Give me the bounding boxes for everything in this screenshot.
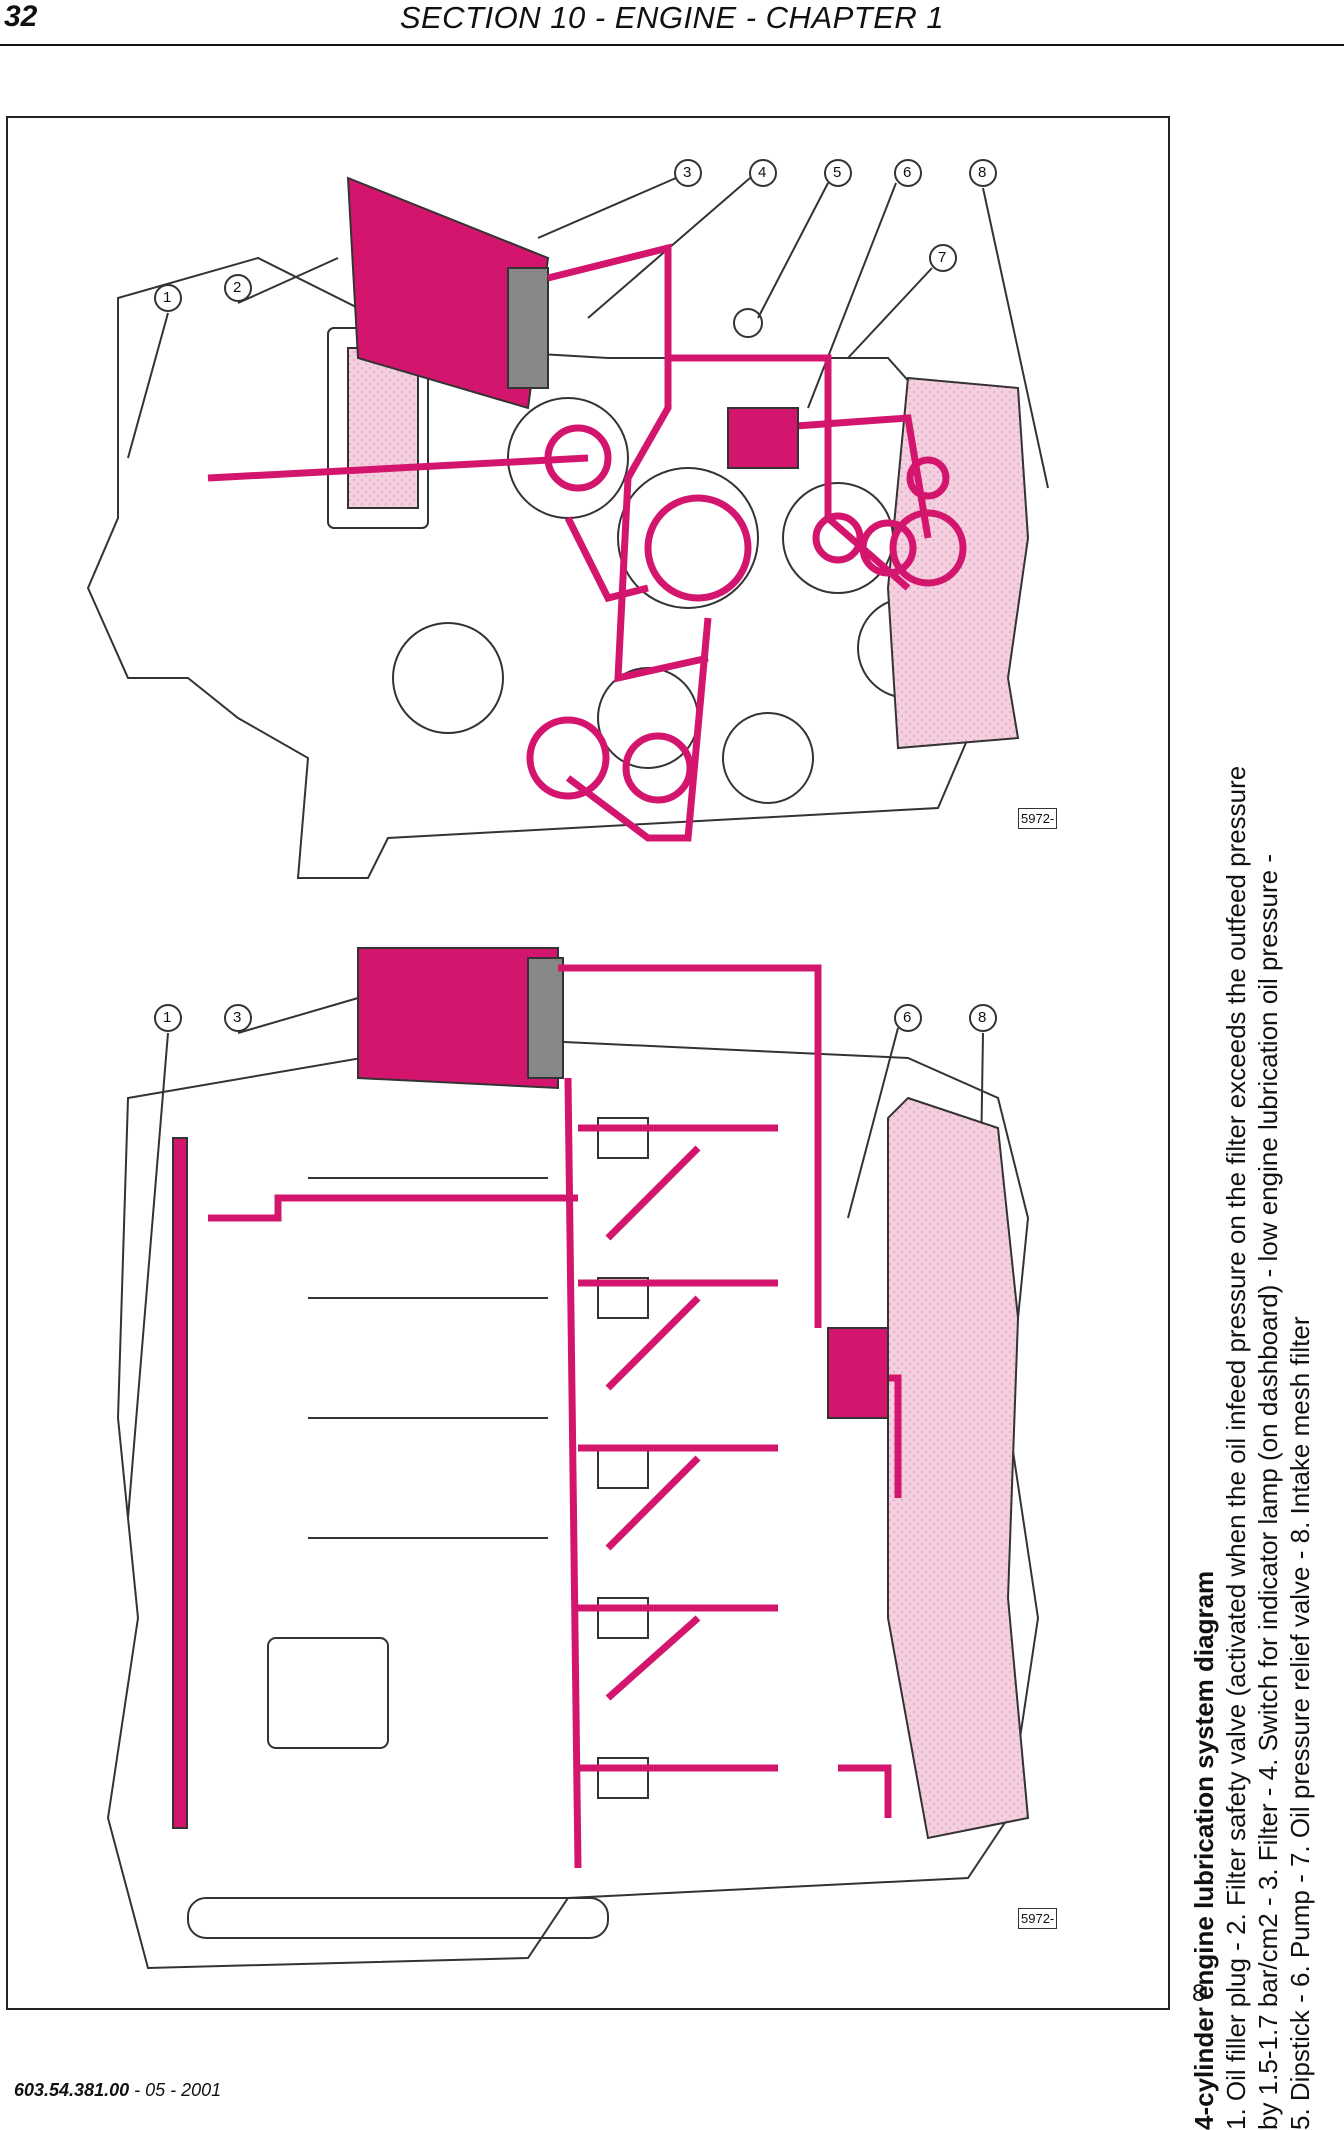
page-header: 32 SECTION 10 - ENGINE - CHAPTER 1 [0, 0, 1344, 46]
caption-line-3: 5. Dipstick - 6. Pump - 7. Oil pressure … [1285, 1316, 1315, 2130]
callout-3-top: 3 [683, 164, 692, 181]
rocker-shaft [172, 1137, 188, 1829]
callout-labels-side: 1 3 6 8 5972- [8, 118, 1168, 2008]
callout-4-top: 4 [758, 164, 767, 181]
figure-caption-rotated: 4-cylinder engine lubrication system dia… [1188, 730, 1328, 2130]
drawing-code-side: 5972- [1018, 1908, 1058, 1929]
figure-number: 8 [1192, 1980, 1206, 2007]
callout-7-top: 7 [938, 249, 947, 266]
pump-top [727, 407, 799, 469]
page-footer: 603.54.381.00 - 05 - 2001 [14, 2080, 221, 2101]
lubrication-diagram-figure: 1 2 3 4 5 6 7 8 5972- 1 3 6 8 5972- [6, 116, 1170, 2010]
callout-labels-top: 1 2 3 4 5 6 7 8 5972- [8, 118, 1168, 2008]
section-title: SECTION 10 - ENGINE - CHAPTER 1 [399, 0, 945, 35]
page-number: 32 [4, 0, 38, 33]
oil-paths-top [207, 243, 967, 842]
callout-2-top: 2 [233, 279, 242, 296]
footer-doc-code: 603.54.381.00 [14, 2080, 130, 2100]
longitudinal-section-view [106, 997, 1040, 1970]
footer-date: - 05 - 2001 [129, 2080, 222, 2100]
callout-8-side: 8 [978, 1009, 987, 1026]
figure-caption: 4-cylinder engine lubrication system dia… [1188, 720, 1328, 2130]
drawing-code-top: 5972- [1018, 808, 1058, 829]
caption-title: 4-cylinder engine lubrication system dia… [1189, 1570, 1219, 2130]
callout-6-top: 6 [903, 164, 912, 181]
caption-line-2: by 1.5-1.7 bar/cm2 - 3. Filter - 4. Swit… [1253, 853, 1283, 2130]
callout-5-top: 5 [833, 164, 842, 181]
callout-8-top: 8 [978, 164, 987, 181]
filter-top [346, 176, 550, 410]
oil-paths-side [208, 964, 902, 1869]
filter-side [357, 947, 564, 1090]
callout-1-top: 1 [163, 289, 172, 306]
sump-oil-side [887, 1096, 1030, 1840]
caption-line-1: 1. Oil filler plug - 2. Filter safety va… [1221, 765, 1251, 2130]
callout-1-side: 1 [163, 1009, 172, 1026]
callout-6-side: 6 [903, 1009, 912, 1026]
pump-side [827, 1327, 889, 1419]
header-rule [0, 44, 1344, 46]
lubrication-diagram-drawing [86, 159, 1049, 1970]
callout-3-side: 3 [233, 1009, 242, 1026]
